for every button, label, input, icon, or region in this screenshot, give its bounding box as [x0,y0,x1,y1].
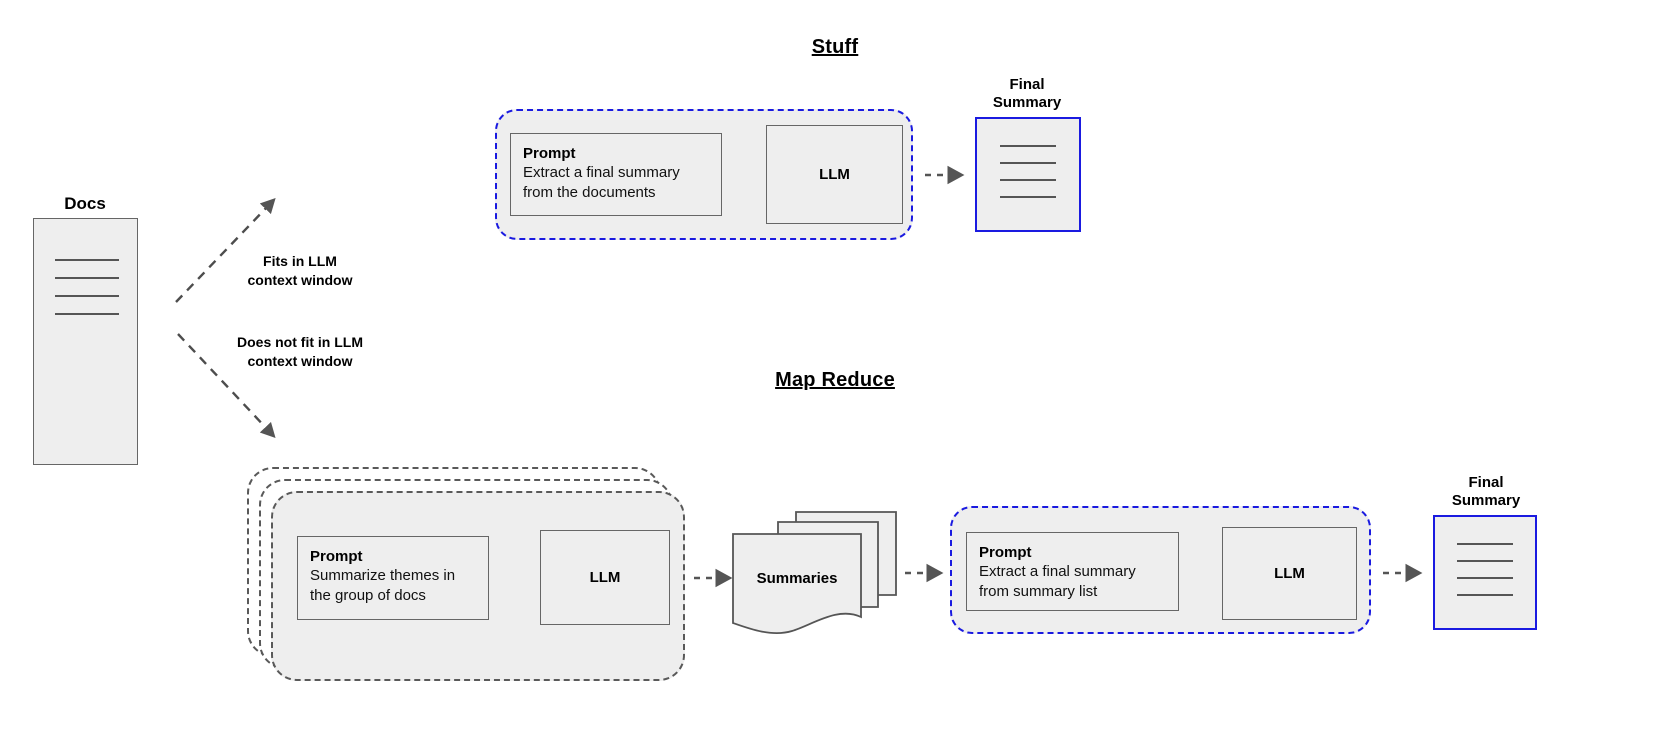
stuff-prompt-body: Extract a final summary from the documen… [523,164,680,201]
reduce-prompt-body: Extract a final summary from summary lis… [979,563,1136,600]
map-prompt-title: Prompt [310,548,363,565]
map-prompt-body: Summarize themes in the group of docs [310,567,456,604]
stuff-final-summary-box [975,117,1081,232]
docs-label: Docs [64,194,106,213]
summaries-label: Summaries [756,570,838,587]
stuff-prompt-title: Prompt [523,145,576,162]
map-llm-box: LLM [540,530,670,625]
reduce-prompt-box: Prompt Extract a final summary from summ… [966,532,1179,611]
stuff-llm-box: LLM [766,125,903,224]
map-reduce-final-summary-box [1433,515,1537,630]
stuff-final-summary-lines [1000,145,1056,198]
branch-label-fits: Fits in LLM context window [247,253,353,288]
stuff-final-summary-label: Final Summary [992,76,1062,111]
branch-label-does-not-fit: Does not fit in LLM context window [237,334,363,369]
section-title-stuff: Stuff [811,36,859,58]
docs-box [33,218,138,465]
map-prompt-box: Prompt Summarize themes in the group of … [297,536,489,620]
map-reduce-final-summary-label: Final Summary [1451,474,1521,509]
stuff-prompt-box: Prompt Extract a final summary from the … [510,133,722,216]
map-llm-label: LLM [589,569,621,586]
reduce-llm-box: LLM [1222,527,1357,620]
reduce-prompt-title: Prompt [979,544,1032,561]
map-reduce-final-summary-lines [1457,543,1513,596]
stuff-llm-label: LLM [819,166,850,183]
reduce-llm-label: LLM [1274,565,1305,582]
docs-lines [55,259,119,315]
section-title-map-reduce: Map Reduce [775,369,895,391]
